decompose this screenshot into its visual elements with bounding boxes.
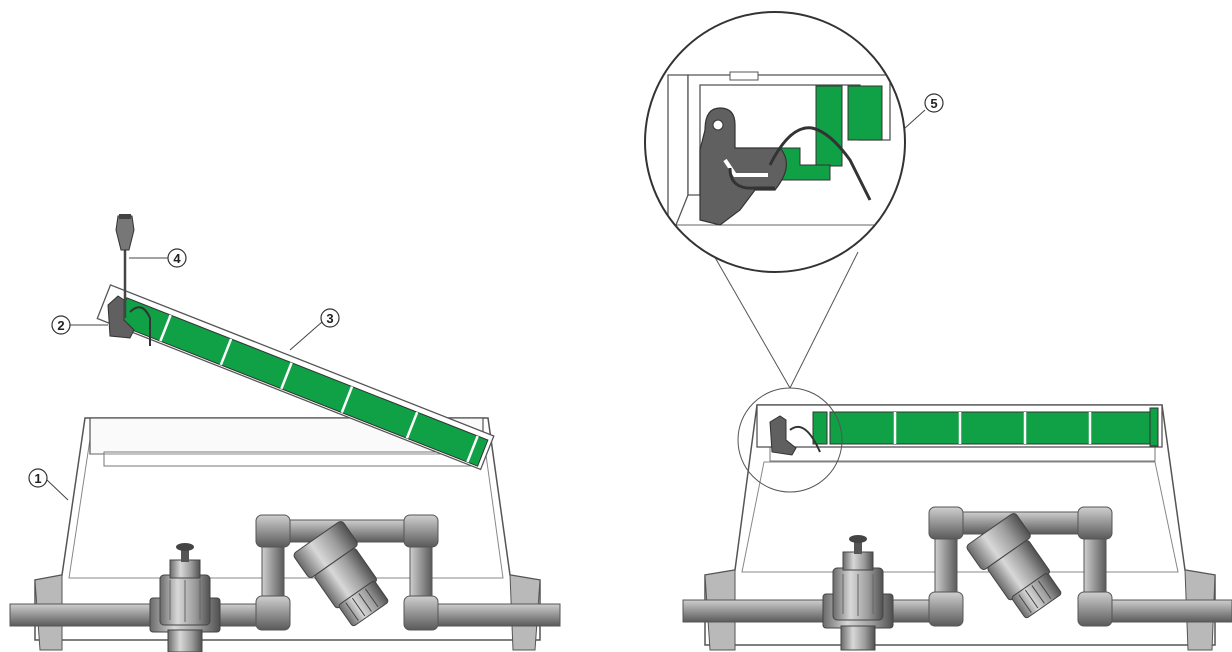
left-figure-open-lid: 1 2 3 4 (9, 214, 561, 652)
callout-2: 2 (51, 315, 71, 335)
callout-4: 4 (167, 248, 187, 268)
callout-leader-5 (904, 109, 926, 129)
callout-number: 4 (173, 251, 181, 266)
callout-number: 3 (326, 311, 333, 326)
lid-lock-latch (107, 295, 151, 346)
zoom-leader-left (704, 239, 791, 389)
callout-number: 2 (57, 318, 64, 333)
right-figure-closed-lid: 5 (644, 11, 1232, 651)
valve-icon-right (822, 535, 894, 651)
lid-cover-panel (96, 284, 495, 471)
callout-number: 5 (930, 96, 937, 111)
callout-5: 5 (924, 93, 944, 113)
zoom-leader-right (789, 251, 859, 389)
filter-icon (293, 521, 389, 627)
valve-icon (149, 543, 221, 652)
callout-leader-3 (289, 321, 323, 351)
key-tool (115, 214, 135, 318)
zoom-detail-icon (644, 11, 906, 273)
callout-number: 1 (34, 471, 41, 486)
filter-icon-right (966, 513, 1062, 619)
pipe-assembly (9, 514, 561, 631)
lid-cover-closed (756, 404, 1163, 456)
callout-1: 1 (28, 468, 48, 488)
callout-3: 3 (320, 308, 340, 328)
callout-leader-1 (46, 479, 69, 501)
box-rim-detail (645, 71, 905, 226)
